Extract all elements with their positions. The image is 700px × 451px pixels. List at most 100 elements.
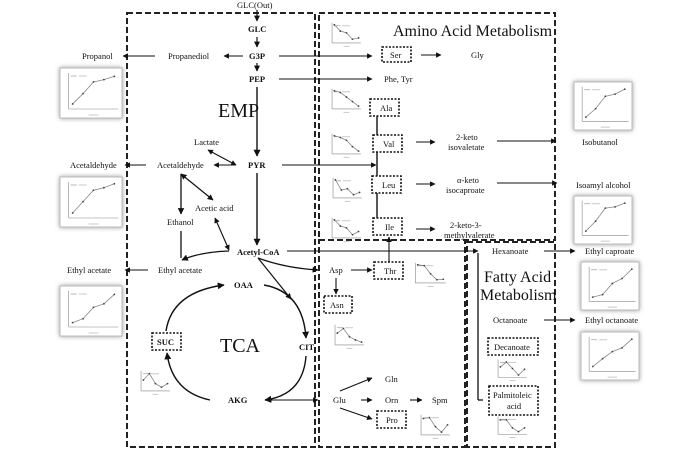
- node-acetic-acid: Acetic acid: [195, 203, 234, 213]
- fatty-acid-region: [466, 241, 556, 448]
- mini-chart-point-1: [594, 220, 597, 223]
- mini-chart-point-4: [623, 88, 626, 91]
- node-acetaldehyde: Acetaldehyde: [157, 160, 204, 170]
- mini-chart-point-2: [348, 335, 351, 338]
- asn-box: [323, 295, 353, 314]
- mini-chart-pro: [420, 414, 450, 439]
- node-gly: Gly: [471, 50, 485, 60]
- tca-title: TCA: [220, 335, 261, 357]
- amino-acid-lower-region: [318, 239, 466, 448]
- arrow-pyr-lactate: [207, 149, 237, 166]
- mini-chart-point-3: [614, 205, 616, 208]
- node-oaa: OAA: [234, 280, 254, 290]
- node-akg: AKG: [228, 395, 248, 405]
- mini-chart-line: [334, 24, 359, 40]
- mini-chart-point-3: [351, 233, 354, 236]
- mini-chart-point-2: [92, 189, 95, 192]
- node-spm: Spm: [432, 395, 448, 405]
- mini-chart-isobutanol: [573, 81, 633, 131]
- mini-chart-frame: [573, 81, 633, 131]
- arrow-glu-pro: [339, 407, 373, 420]
- node-isobutanol: Isobutanol: [582, 137, 619, 147]
- mini-chart-point-4: [623, 202, 626, 205]
- mini-chart-point-2: [511, 427, 514, 429]
- node-ethyl-caproate: Ethyl caproate: [585, 246, 635, 256]
- node-keto-methyl-1: 2-keto-3-: [450, 220, 482, 230]
- node-thr: Thr: [384, 266, 396, 276]
- mini-chart-point-2: [92, 306, 95, 309]
- mini-chart-decanoate: [497, 359, 527, 381]
- mini-chart-point-0: [71, 212, 74, 214]
- mini-chart-point-1: [339, 30, 342, 32]
- mini-chart-line: [423, 417, 448, 433]
- val-box: [372, 134, 403, 153]
- mini-chart-point-4: [358, 191, 361, 194]
- mini-chart-point-3: [621, 277, 623, 280]
- arrow-acetylcoa-asp: [257, 257, 319, 273]
- arrow-acetaldehyde-acetic: [180, 173, 214, 201]
- mini-chart-point-4: [523, 368, 526, 371]
- arrow-acetic-acetylcoa: [214, 217, 230, 251]
- node-propanediol: Propanediol: [168, 51, 210, 61]
- node-phe-tyr: Phe, Tyr: [384, 74, 413, 84]
- mini-chart-point-3: [436, 278, 438, 281]
- mini-chart-point-2: [345, 31, 348, 34]
- mini-chart-point-1: [505, 418, 508, 421]
- mini-chart-point-3: [102, 186, 105, 189]
- node-keto-isocap-2: isocaproate: [446, 185, 485, 195]
- arrow-cit-akg: [264, 355, 307, 403]
- mini-chart-point-0: [591, 296, 594, 299]
- mini-chart-ile: [331, 217, 361, 242]
- mini-chart-point-2: [429, 272, 432, 275]
- mini-chart-point-3: [517, 430, 520, 433]
- mini-chart-point-0: [499, 365, 502, 368]
- mini-chart-line: [337, 327, 362, 343]
- fatty-acid-title-2: Metabolism: [480, 287, 557, 304]
- mini-chart-propanol: [59, 67, 123, 119]
- node-val: Val: [383, 139, 395, 149]
- mini-chart-point-3: [351, 100, 354, 103]
- mini-chart-frame: [580, 331, 640, 381]
- mini-chart-frame: [59, 176, 123, 228]
- mini-chart-point-2: [611, 282, 614, 285]
- arrow-akg-suc: [164, 352, 211, 401]
- ala-box: [369, 98, 400, 117]
- mini-chart-point-0: [499, 418, 502, 421]
- mini-chart-point-2: [346, 187, 349, 190]
- mini-chart-point-2: [434, 425, 437, 428]
- mini-chart-point-1: [82, 200, 84, 203]
- node-ethyl-acetate: Ethyl acetate: [158, 265, 202, 275]
- node-ile: Ile: [385, 222, 394, 232]
- node-ser: Ser: [390, 50, 402, 60]
- node-propanol-out: Propanol: [82, 51, 113, 61]
- mini-chart-line: [334, 90, 359, 107]
- mini-chart-point-4: [523, 427, 526, 429]
- mini-chart-ethyl-caproate: [580, 261, 640, 311]
- mini-charts-layer: [59, 22, 640, 439]
- mini-chart-point-4: [630, 268, 633, 271]
- mini-chart-point-3: [351, 145, 354, 148]
- node-keto-isoval-1: 2-keto: [456, 132, 478, 142]
- mini-chart-point-4: [113, 293, 116, 296]
- mini-chart-point-2: [345, 139, 348, 142]
- mini-chart-point-0: [336, 332, 339, 334]
- mini-chart-line: [417, 264, 444, 281]
- mini-chart-point-0: [142, 379, 145, 381]
- node-g3p: G3P: [249, 51, 265, 61]
- mini-chart-point-2: [345, 96, 348, 98]
- mini-chart-point-0: [333, 218, 336, 221]
- mini-chart-point-1: [601, 357, 604, 360]
- node-ethyl-octanoate: Ethyl octanoate: [585, 315, 638, 325]
- mini-chart-point-0: [333, 23, 336, 26]
- mini-chart-point-2: [154, 382, 157, 385]
- mini-chart-frame: [573, 195, 633, 245]
- node-pep: PEP: [249, 74, 265, 84]
- amino-acid-region: [318, 12, 556, 241]
- palmitoleic-box: [488, 385, 539, 416]
- mini-chart-asn: [334, 324, 364, 349]
- mini-chart-point-4: [166, 382, 169, 385]
- arrow-glu-gln: [339, 377, 373, 392]
- node-isoamyl-alcohol: Isoamyl alcohol: [576, 180, 631, 190]
- mini-chart-acetaldehyde: [59, 176, 123, 228]
